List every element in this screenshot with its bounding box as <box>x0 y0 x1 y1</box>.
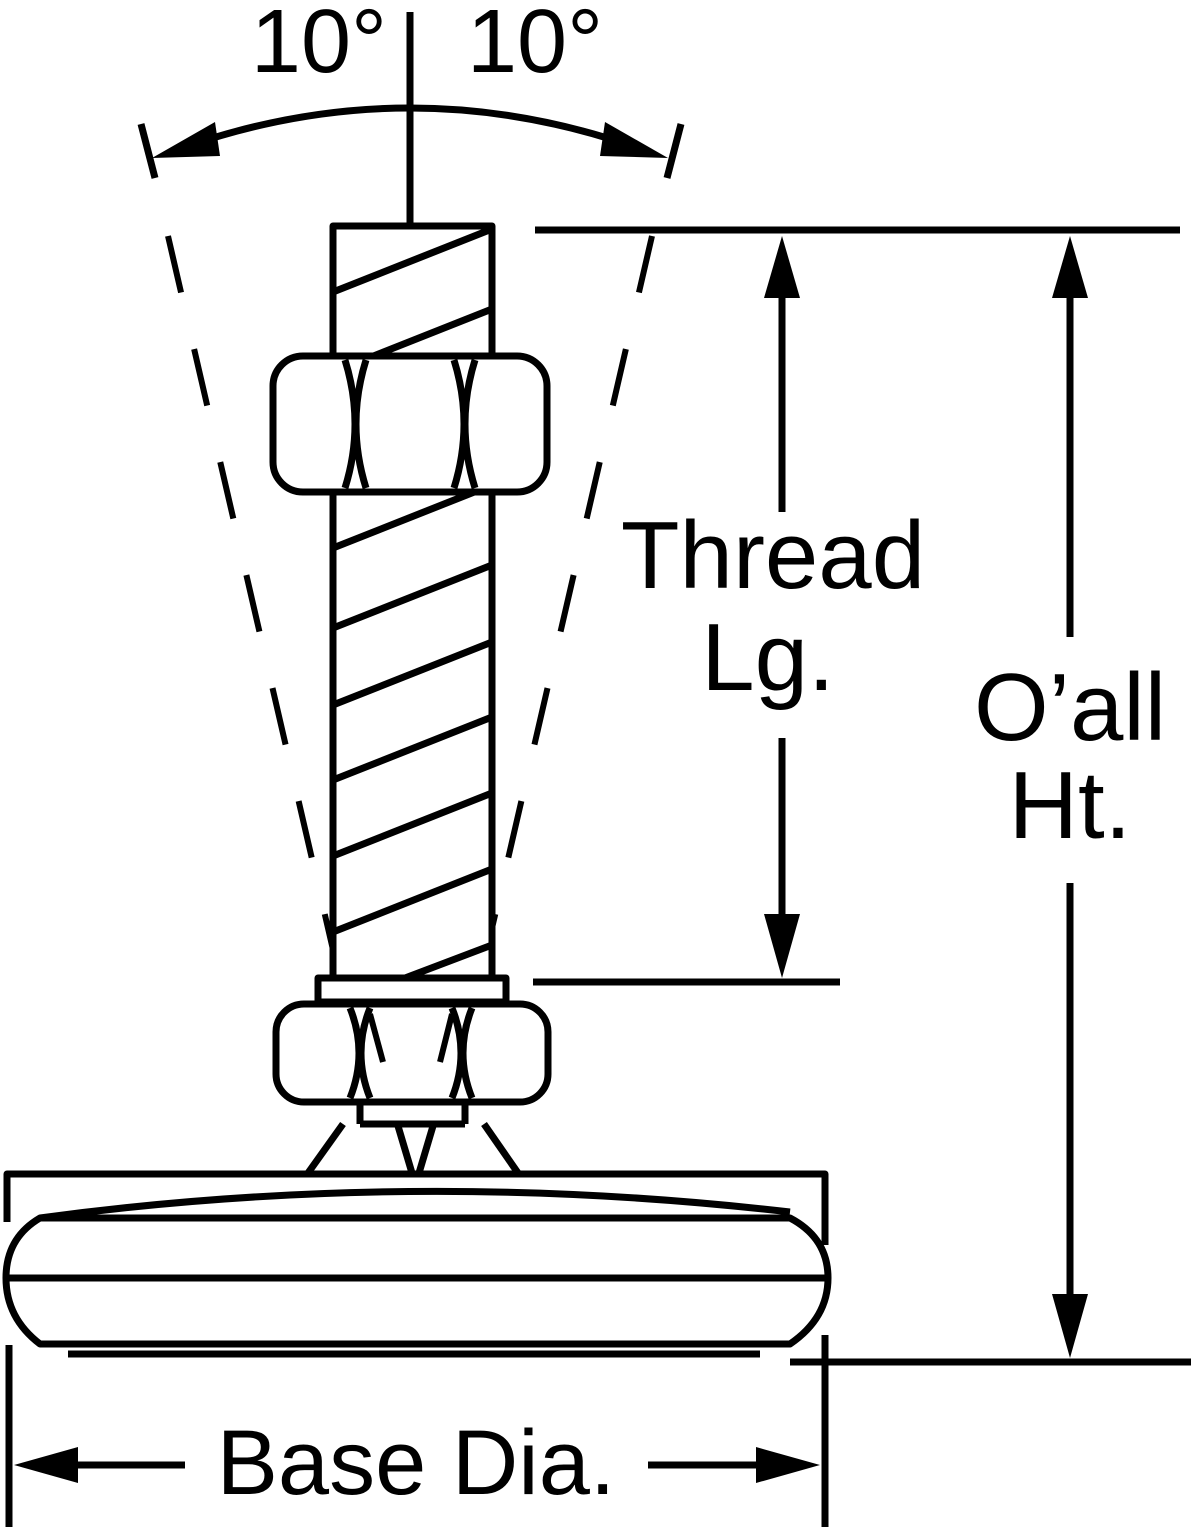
base-right-arrowhead <box>756 1447 820 1483</box>
washer <box>314 974 510 1006</box>
thread-length-label-line2: Lg. <box>701 604 834 711</box>
thread-length-dimension <box>533 226 1180 986</box>
upper-hex-nut <box>269 352 551 496</box>
overall-height-dimension <box>790 236 1191 1366</box>
thread-bottom-arrowhead <box>764 914 800 978</box>
overall-height-label-line1: O’all <box>974 654 1166 761</box>
thread-length-label-line1: Thread <box>621 502 925 609</box>
right-angle-arrowhead <box>600 122 668 158</box>
base-diameter-dimension <box>5 1335 829 1527</box>
base-diameter-label: Base Dia. <box>217 1412 616 1514</box>
ball-joint <box>305 1102 521 1176</box>
base-pad <box>2 1170 832 1358</box>
thread-top-arrowhead <box>764 236 800 298</box>
overall-bottom-arrowhead <box>1052 1294 1088 1358</box>
swivel-envelope <box>165 235 655 1046</box>
left-angle-label: 10° <box>251 0 387 92</box>
base-left-arrowhead <box>14 1447 78 1483</box>
overall-height-label-line2: Ht. <box>1009 752 1132 859</box>
overall-top-arrowhead <box>1052 236 1088 298</box>
lower-hex-nut <box>272 1000 552 1106</box>
threaded-stud <box>329 222 496 984</box>
right-angle-label: 10° <box>467 0 603 92</box>
left-angle-arrowhead <box>152 122 220 158</box>
